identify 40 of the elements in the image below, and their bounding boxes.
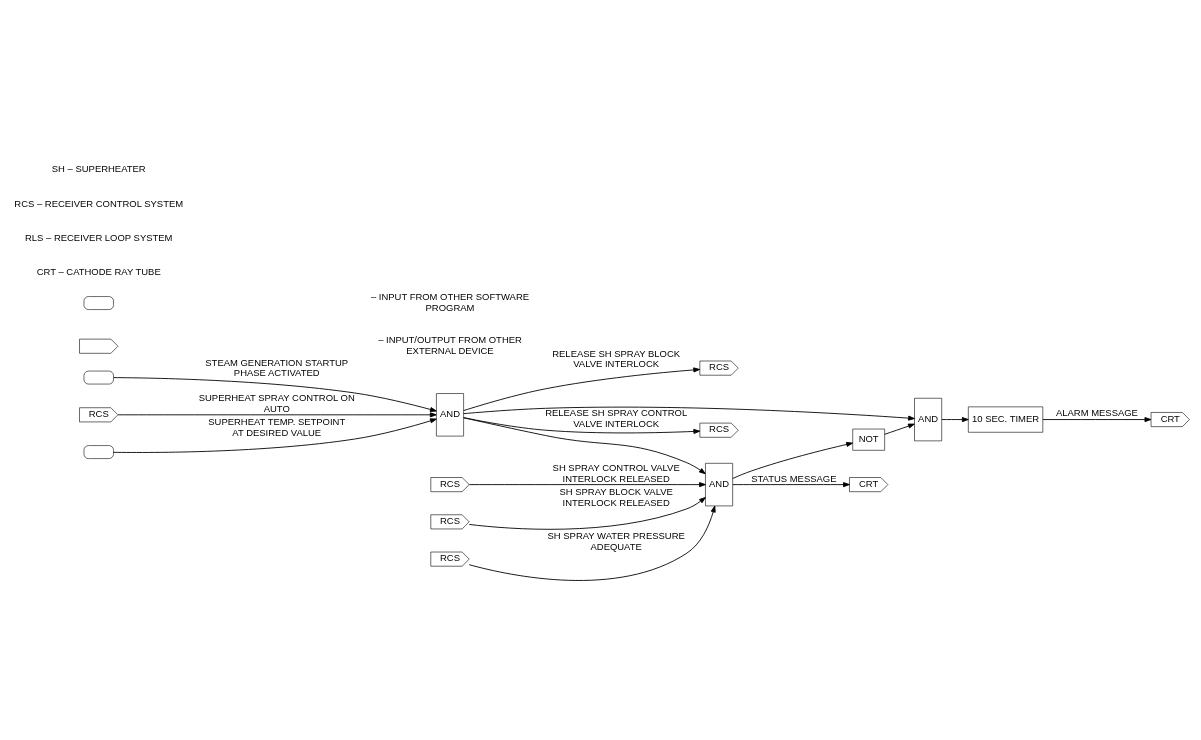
arrow [468,505,716,581]
edge-label: SH SPRAY WATER PRESSURE ADEQUATE [547,530,685,553]
arrow [463,417,706,475]
arrow [732,441,853,479]
edge-label: STEAM GENERATION STARTUP PHASE ACTIVATED [205,356,349,379]
node-box [83,296,114,310]
node-box [83,370,114,385]
legend-label: – INPUT FROM OTHER SOFTWARE PROGRAM [370,290,530,313]
node-box [83,445,114,459]
edge-label: RELEASE SH SPRAY CONTROL VALVE INTERLOCK [545,407,688,430]
arrow [117,412,437,418]
legend-label: – INPUT/OUTPUT FROM OTHER EXTERNAL DEVICE [378,334,522,356]
arrow [113,418,437,453]
arrow [113,377,437,412]
edge-label: RELEASE SH SPRAY BLOCK VALVE INTERLOCK [552,347,681,370]
node-box: 10 SEC. TIMER [968,406,1044,433]
arrow [468,497,706,530]
node-box: AND [914,397,942,442]
arrow [732,482,850,488]
label: SH – SUPERHEATER [51,163,146,175]
edge-label: ALARM MESSAGE [1055,407,1138,419]
node-box: AND [436,393,464,437]
node-box: NOT [852,428,885,451]
arrow [463,367,701,412]
arrow [469,482,706,488]
arrow [941,417,969,423]
edge-label: SH SPRAY BLOCK VALVE INTERLOCK RELEASED [559,486,673,508]
arrow [463,417,701,434]
edge-label: SUPERHEAT SPRAY CONTROL ON AUTO [198,392,355,414]
arrow [884,423,915,435]
edge-label: STATUS MESSAGE [751,472,837,484]
edge-label: SH SPRAY CONTROL VALVE INTERLOCK RELEASED [552,461,680,484]
label: RLS – RECEIVER LOOP SYSTEM [25,231,173,243]
label: CRT – CATHODE RAY TUBE [36,266,161,278]
edge-label: SUPERHEAT TEMP. SETPOINT AT DESIRED VALUE [208,416,346,438]
arrow [1042,417,1152,423]
arrow [463,406,915,421]
node-tag [79,338,119,354]
node-box: AND [705,463,733,507]
label: RCS – RECEIVER CONTROL SYSTEM [14,197,184,209]
